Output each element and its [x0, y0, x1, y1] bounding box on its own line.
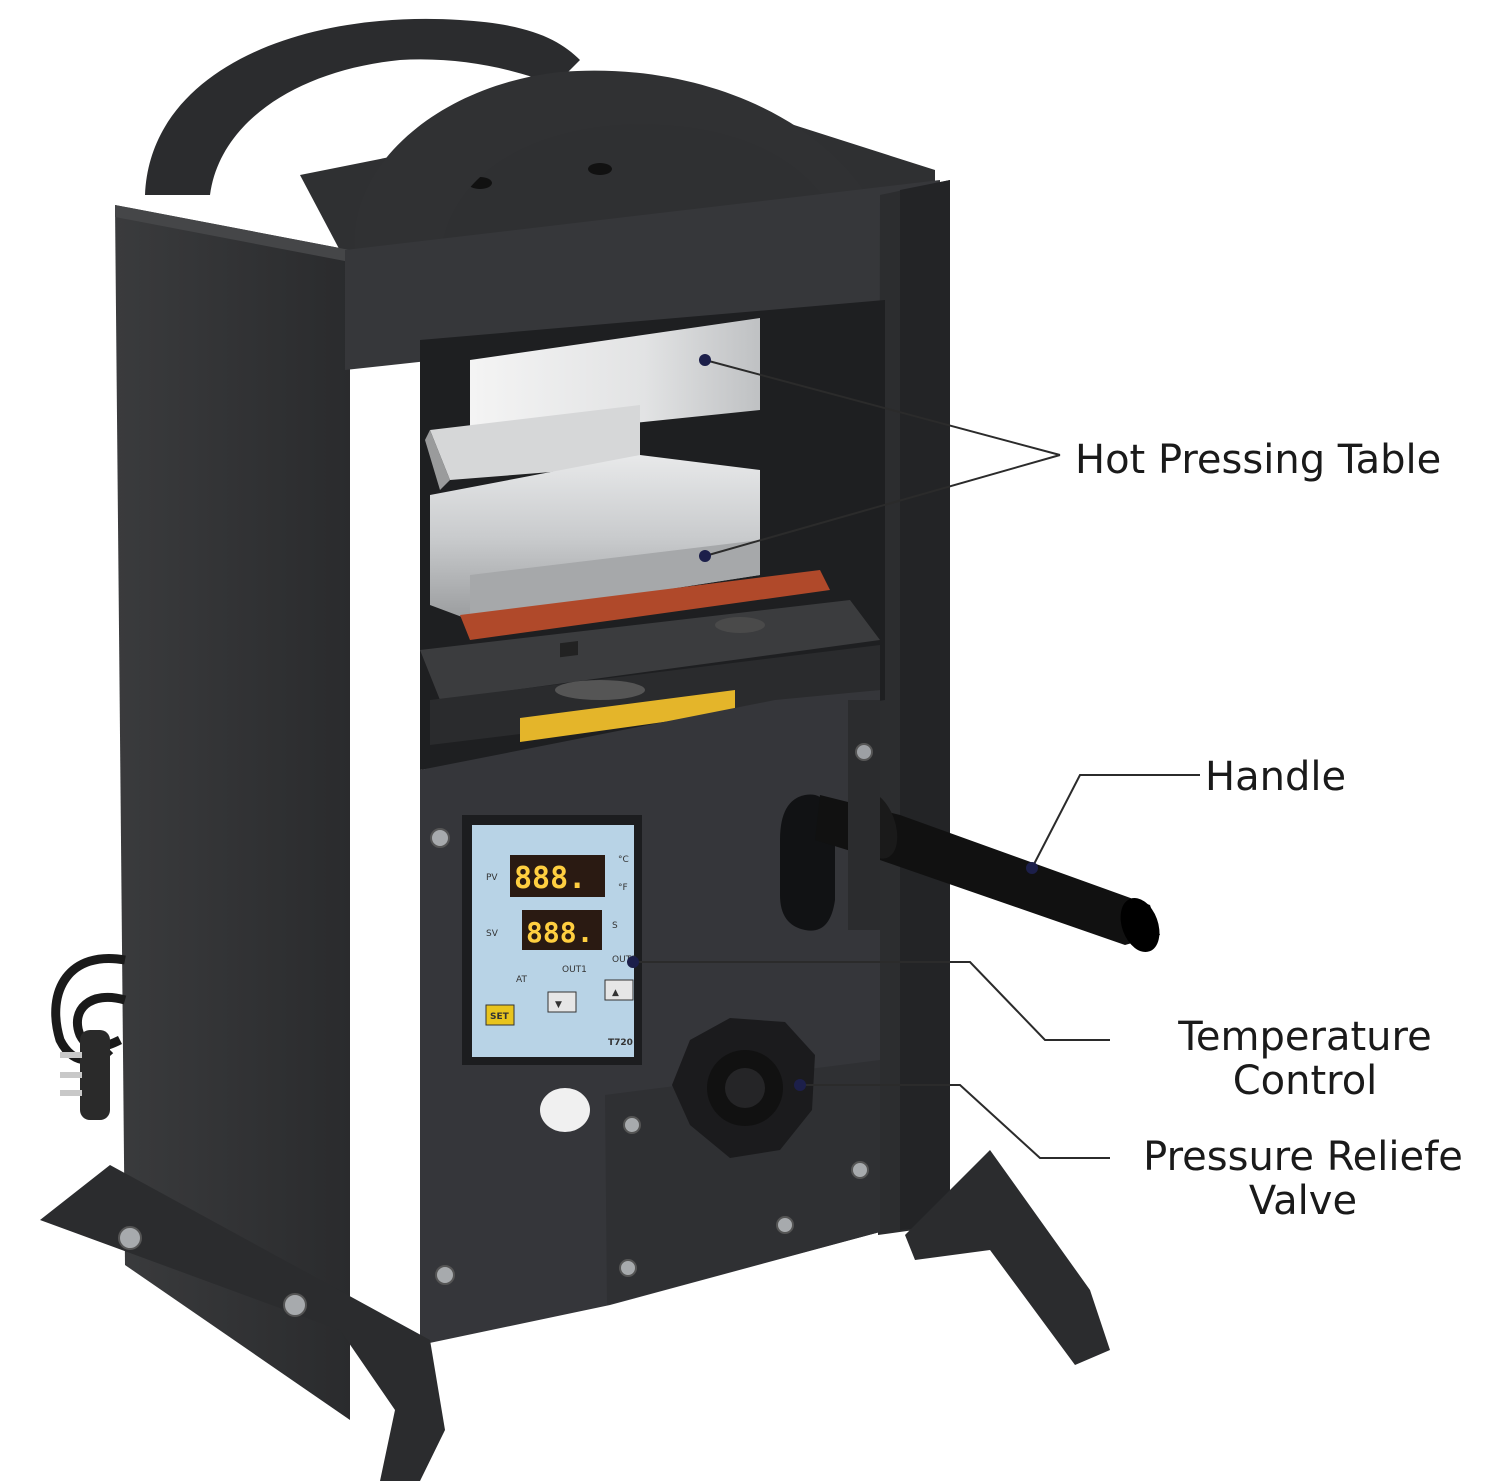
- left-foot: [40, 1165, 445, 1481]
- temperature-control-line2: Control: [1232, 1058, 1378, 1104]
- down-button-label: ▼: [555, 1000, 562, 1010]
- pv-display: [510, 855, 605, 897]
- unit-f-label: °F: [618, 883, 628, 893]
- out2-label: OUT2: [612, 955, 637, 965]
- screws: [430, 828, 869, 1285]
- set-button: [485, 1004, 515, 1026]
- pv-readout: 888.: [514, 861, 586, 896]
- sv-label: SV: [486, 929, 499, 939]
- callout-lines: [633, 359, 1200, 1159]
- left-side-panel: [115, 205, 350, 1420]
- callout-dots: [627, 354, 1038, 1091]
- lower-front-plate: [605, 1060, 880, 1305]
- pressure-relief-knob: [672, 1018, 815, 1158]
- silicone-pad: [460, 570, 830, 640]
- temperature-controller: 888. 888. PV SV °C °F S AT OUT1 OUT2 SET…: [462, 815, 642, 1065]
- handle-label: Handle: [1205, 754, 1347, 800]
- model-label: T720: [608, 1038, 633, 1048]
- pressure-valve-label: Pressure Reliefe Valve: [1118, 1135, 1488, 1223]
- access-hole: [540, 1088, 590, 1132]
- up-button: [604, 979, 634, 1001]
- lever-handle: [815, 795, 1160, 945]
- unit-c-label: °C: [618, 855, 629, 865]
- right-foot: [905, 1150, 1110, 1365]
- sv-display: [522, 910, 602, 950]
- front-arch-handle: [354, 70, 875, 263]
- upper-heat-plate: [470, 318, 760, 440]
- up-button-label: ▲: [612, 988, 619, 998]
- power-plug: [60, 1030, 110, 1120]
- sv-readout: 888.: [526, 916, 593, 949]
- temperature-control-label: Temperature Control: [1150, 1015, 1460, 1103]
- temperature-control-line1: Temperature: [1178, 1014, 1432, 1060]
- rear-arch-handle: [145, 18, 580, 195]
- unit-s-label: S: [612, 921, 618, 931]
- set-button-label: SET: [490, 1012, 510, 1022]
- out1-label: OUT1: [562, 965, 587, 975]
- at-label: AT: [516, 975, 527, 985]
- pressure-valve-line2: Valve: [1248, 1178, 1358, 1224]
- hot-pressing-table-label: Hot Pressing Table: [1075, 437, 1442, 483]
- down-button: [547, 991, 577, 1013]
- top-crossbar: [345, 180, 940, 370]
- hinge-plate: [848, 700, 880, 930]
- pressure-valve-line1: Pressure Reliefe: [1143, 1134, 1463, 1180]
- warning-sticker: [520, 690, 735, 742]
- pv-label: PV: [486, 873, 498, 883]
